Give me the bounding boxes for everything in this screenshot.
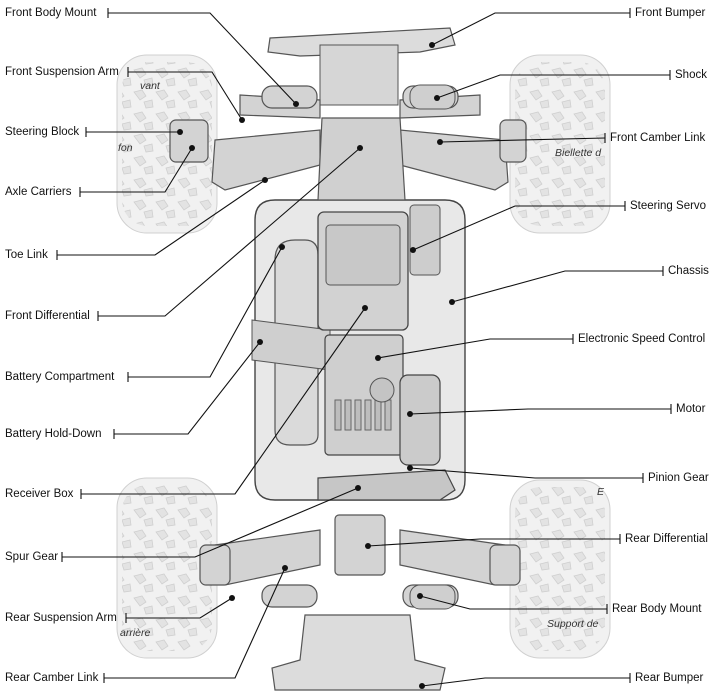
label-spur-gear: Spur Gear [5,551,59,563]
label-steering-servo: Steering Servo [630,200,707,212]
label-pinion-gear: Pinion Gear [648,472,709,484]
rear-suspension-assembly [199,514,521,608]
shocks [409,84,456,610]
motor-part [399,374,441,466]
rear-bumper-part [271,614,446,691]
label-front-differential: Front Differential [5,310,90,322]
label-front-suspension-arm: Front Suspension Arm [5,66,119,78]
label-rear-differential: Rear Differential [625,533,708,545]
label-toe-link: Toe Link [5,249,48,261]
ghost-text-arriere: arrière [120,627,151,639]
ghost-text-avant: vant [140,80,160,92]
front-differential-housing [317,117,406,201]
steering-servo-part [409,204,441,276]
ghost-text-biellette: Biellette d [555,147,602,159]
front-bumper-mount [319,44,399,106]
rear-right-tire [509,479,611,659]
label-chassis: Chassis [668,265,709,277]
label-rear-camber-link: Rear Camber Link [5,672,99,684]
spur-gear-part [317,469,456,501]
label-electronic-speed-control: Electronic Speed Control [578,333,706,345]
label-front-bumper: Front Bumper [635,7,706,19]
front-left-tire [116,54,218,234]
label-front-camber-link: Front Camber Link [610,132,706,144]
label-motor: Motor [676,403,706,415]
label-front-body-mount: Front Body Mount [5,7,97,19]
label-axle-carriers: Axle Carriers [5,186,72,198]
label-shock: Shock [675,69,707,81]
front-right-tire [509,54,611,234]
label-rear-body-mount: Rear Body Mount [612,603,702,615]
ghost-text-support: Support de [547,618,599,630]
label-battery-compartment: Battery Compartment [5,371,115,383]
label-rear-bumper: Rear Bumper [635,672,704,684]
label-battery-hold-down: Battery Hold-Down [5,428,102,440]
label-receiver-box: Receiver Box [5,488,74,500]
rear-left-tire [116,477,218,659]
front-bumper-part [267,27,456,57]
label-rear-suspension-arm: Rear Suspension Arm [5,612,117,624]
ghost-text-e: E [597,486,605,498]
leader-lines [56,8,672,687]
label-steering-block: Steering Block [5,126,80,138]
leader-dots [177,42,455,689]
ghost-text-fon: fon [118,142,133,154]
